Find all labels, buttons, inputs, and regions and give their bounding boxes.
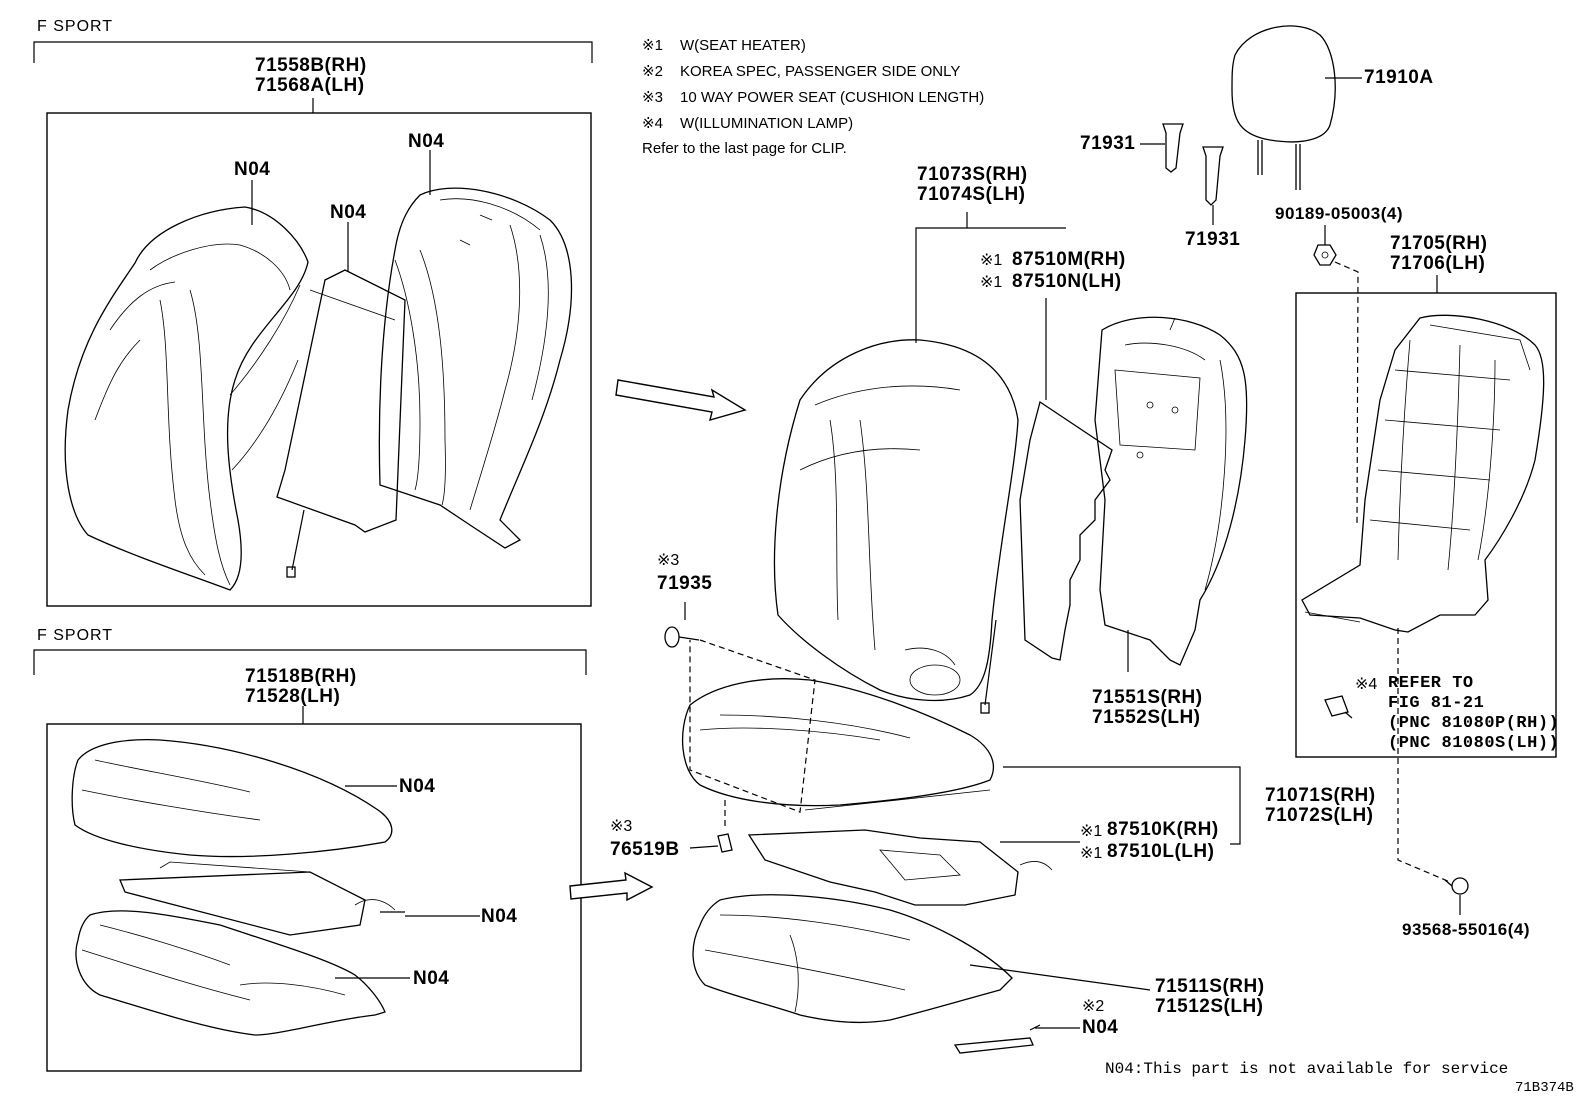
- note-3-text: 10 WAY POWER SEAT (CUSHION LENGTH): [680, 89, 985, 106]
- headrest-support-b-drawing: [1202, 146, 1224, 206]
- part-71072s-label[interactable]: 71072S(LH): [1265, 805, 1374, 826]
- part-87510m-label[interactable]: 87510M(RH): [1012, 249, 1126, 270]
- seatback-assembly-drawing: [773, 339, 1019, 714]
- part-n04-cushion-cover-label[interactable]: N04: [399, 776, 436, 797]
- part-71071s-label[interactable]: 71071S(RH): [1265, 785, 1376, 806]
- note-1-text: W(SEAT HEATER): [680, 37, 806, 54]
- part-76519b-mark: ※3: [610, 818, 633, 835]
- part-71552s-label[interactable]: 71552S(LH): [1092, 707, 1201, 728]
- part-71935-mark: ※3: [657, 552, 680, 569]
- part-76519b-label[interactable]: 76519B: [610, 839, 680, 860]
- part-71935-label[interactable]: 71935: [657, 573, 713, 594]
- seatback-frame-box: [1295, 292, 1557, 758]
- part-71511s-label[interactable]: 71511S(RH): [1155, 976, 1265, 997]
- part-71705-label[interactable]: 71705(RH): [1390, 233, 1488, 254]
- seatback-pad-assembly-drawing: [1094, 316, 1248, 666]
- headrest-drawing: [1231, 25, 1336, 190]
- part-93568-label[interactable]: 93568-55016(4): [1402, 920, 1530, 939]
- part-87510m-mark: ※1: [980, 252, 1003, 269]
- dash-cushion-rail: [689, 639, 816, 813]
- refer-mark: ※4: [1355, 676, 1378, 693]
- seatback-cover-box: [46, 112, 592, 607]
- screw-90189-drawing: [1313, 244, 1337, 266]
- clip-76519b-drawing: [717, 833, 733, 853]
- part-71528-label[interactable]: 71528(LH): [245, 686, 341, 707]
- bolt-93568-drawing: [1444, 877, 1469, 895]
- part-n04-heater-label[interactable]: N04: [330, 202, 367, 223]
- illumination-lamp-drawing: [1324, 695, 1353, 719]
- seatback-cover-drawing: [64, 206, 309, 591]
- cushion-assembly-drawing: [681, 678, 994, 811]
- cushion-cover-drawing: [71, 739, 393, 873]
- note-4-text: W(ILLUMINATION LAMP): [680, 115, 854, 132]
- note-2-text: KOREA SPEC, PASSENGER SIDE ONLY: [680, 63, 961, 80]
- part-n04-cover-label[interactable]: N04: [234, 159, 271, 180]
- note-clip: Refer to the last page for CLIP.: [642, 140, 847, 157]
- cushion-pad-drawing: [75, 910, 386, 1036]
- flow-arrow-lower: [569, 871, 654, 902]
- figure-code: 71B374B: [1515, 1080, 1574, 1096]
- note-1-mark: ※1: [642, 37, 663, 54]
- part-87510k-label[interactable]: 87510K(RH): [1107, 819, 1219, 840]
- part-87510n-label[interactable]: 87510N(LH): [1012, 271, 1122, 292]
- cushion-heater-assembly-drawing: [747, 829, 1053, 906]
- flow-arrow-upper: [615, 379, 747, 422]
- cushion-heater-drawing: [119, 871, 405, 936]
- dash-frame-bolt: [1397, 628, 1451, 883]
- part-71074s-label[interactable]: 71074S(LH): [917, 184, 1026, 205]
- refer-line-2[interactable]: FIG 81-21: [1388, 694, 1485, 713]
- part-71931-label-a[interactable]: 71931: [1080, 133, 1136, 154]
- clip-71935-drawing: [664, 626, 700, 648]
- section-bracket-bottom: [33, 649, 587, 724]
- note-4-mark: ※4: [642, 115, 663, 132]
- part-71706-label[interactable]: 71706(LH): [1390, 253, 1486, 274]
- seatback-pad-drawing: [378, 187, 573, 549]
- part-71551s-label[interactable]: 71551S(RH): [1092, 687, 1203, 708]
- part-90189-label[interactable]: 90189-05003(4): [1275, 204, 1403, 223]
- service-note: N04:This part is not available for servi…: [1105, 1060, 1509, 1078]
- part-71568a-label[interactable]: 71568A(LH): [255, 75, 365, 96]
- part-71910a-label[interactable]: 71910A: [1364, 67, 1434, 88]
- note-3-mark: ※3: [642, 89, 663, 106]
- dash-screw-frame: [1334, 261, 1359, 526]
- seatback-heater-drawing: [276, 269, 406, 578]
- seatback-heater-assembly-drawing: [1019, 400, 1113, 661]
- section-bracket-top: [33, 41, 593, 113]
- part-n04-connector-label[interactable]: N04: [1082, 1017, 1119, 1038]
- refer-line-1: REFER TO: [1388, 674, 1474, 693]
- note-2-mark: ※2: [642, 63, 663, 80]
- part-n04-pad-label[interactable]: N04: [408, 131, 445, 152]
- part-71518b-label[interactable]: 71518B(RH): [245, 666, 357, 687]
- refer-line-3[interactable]: (PNC 81080P(RH)): [1388, 714, 1560, 733]
- seatback-frame-drawing: [1301, 314, 1545, 633]
- part-87510n-mark: ※1: [980, 274, 1003, 291]
- part-87510k-mark: ※1: [1080, 823, 1103, 840]
- part-n04-cushion-pad-label[interactable]: N04: [413, 968, 450, 989]
- refer-line-4[interactable]: (PNC 81080S(LH)): [1388, 734, 1560, 753]
- section-label-bottom: F SPORT: [37, 627, 114, 644]
- part-71931-label-b[interactable]: 71931: [1185, 229, 1241, 250]
- part-71073s-label[interactable]: 71073S(RH): [917, 164, 1028, 185]
- part-n04-cushion-heater-label[interactable]: N04: [481, 906, 518, 927]
- part-87510l-label[interactable]: 87510L(LH): [1107, 841, 1215, 862]
- part-71558b-label[interactable]: 71558B(RH): [255, 55, 367, 76]
- cushion-pad-assembly-drawing: [692, 894, 1013, 1024]
- headrest-support-a-drawing: [1162, 123, 1184, 173]
- part-87510l-mark: ※1: [1080, 845, 1103, 862]
- part-n04-connector-mark: ※2: [1082, 998, 1105, 1015]
- section-label-top: F SPORT: [37, 18, 114, 35]
- leader-lines: [251, 77, 1461, 1029]
- part-71512s-label[interactable]: 71512S(LH): [1155, 996, 1264, 1017]
- connector-n04-drawing: [953, 1024, 1041, 1054]
